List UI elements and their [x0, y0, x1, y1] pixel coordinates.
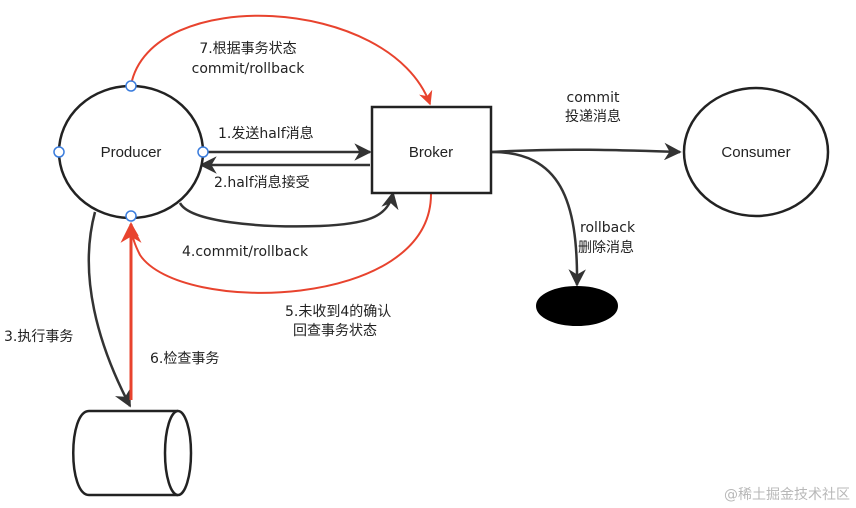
label-commit-rollback-top-1: 7.根据事务状态	[199, 41, 296, 57]
deleted-message-node	[536, 286, 618, 326]
label-not-received-2: 回查事务状态	[293, 323, 377, 339]
watermark: @稀土掘金技术社区	[724, 487, 850, 503]
producer-port-right	[197, 146, 209, 158]
producer-port-left	[53, 146, 65, 158]
edge-commit-rollback-top	[130, 14, 433, 106]
producer-port-top	[125, 80, 137, 92]
edge-commit-rollback-bottom	[178, 191, 399, 228]
broker-label: Broker	[409, 144, 453, 161]
consumer-node	[682, 86, 830, 218]
label-half-accepted: 2.half消息接受	[214, 174, 310, 191]
label-commit-deliver-2: 投递消息	[565, 108, 621, 125]
edge-commit-deliver	[491, 142, 682, 161]
label-commit-rollback-bottom: 4.commit/rollback	[182, 244, 309, 260]
database-icon	[72, 409, 193, 497]
edge-rollback-delete	[491, 150, 586, 287]
edge-execute-tx	[87, 211, 132, 408]
label-not-received-1: 5.未收到4的确认	[285, 304, 391, 320]
label-check-tx: 6.检查事务	[150, 351, 219, 367]
broker-node	[370, 105, 493, 195]
label-execute-tx: 3.执行事务	[4, 329, 73, 345]
label-send-half: 1.发送half消息	[218, 125, 314, 142]
producer-label: Producer	[101, 144, 162, 161]
label-rollback-delete-2: 删除消息	[578, 239, 634, 256]
label-commit-deliver-1: commit	[567, 90, 620, 106]
label-rollback-delete-1: rollback	[580, 220, 636, 236]
label-commit-rollback-top-2: commit/rollback	[192, 61, 306, 77]
consumer-label: Consumer	[721, 144, 790, 161]
producer-port-bottom	[125, 210, 137, 222]
